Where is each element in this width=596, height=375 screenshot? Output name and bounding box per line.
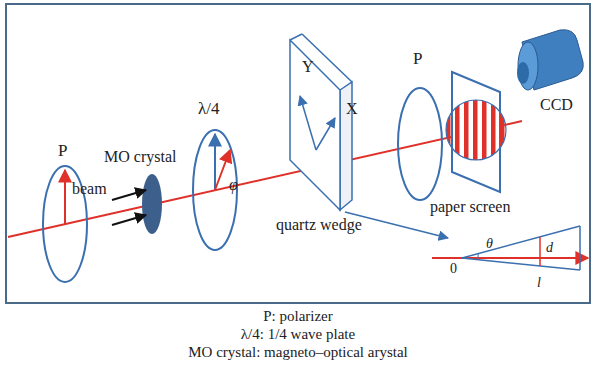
part-label: paper screen — [430, 198, 510, 216]
polarizer-label: P — [413, 50, 422, 69]
part-label: CCD — [540, 96, 573, 114]
angle-label: θ — [486, 236, 493, 251]
axis-arrow — [316, 118, 335, 150]
part-label: MO crystal — [104, 148, 176, 166]
part-label: λ/4 — [198, 100, 219, 119]
mo-crystal — [142, 174, 162, 234]
polarization-arrow — [215, 150, 230, 190]
field-arrow — [112, 190, 146, 200]
point-label: 0 — [450, 261, 457, 276]
legend-note: MO crystal: magneto–optical arystal — [188, 344, 408, 361]
axis-label: X — [346, 100, 358, 118]
field-arrow — [112, 215, 146, 225]
axis-arrow — [214, 134, 216, 190]
frame — [6, 4, 590, 303]
polarizer — [398, 88, 442, 200]
axis-label: Y — [302, 58, 314, 76]
polarization-arrow — [64, 170, 66, 224]
angle-label: φ — [229, 176, 238, 194]
laser-beam — [8, 121, 522, 237]
dimension-label: d — [546, 240, 553, 255]
inset-beam — [432, 257, 588, 259]
legend-note: λ/4: 1/4 wave plate — [241, 326, 355, 343]
polarizer-label: P — [58, 142, 67, 161]
quartz-wedge — [290, 40, 340, 210]
wave-plate — [193, 130, 237, 250]
axis-arrow — [300, 96, 316, 150]
part-label: quartz wedge — [276, 216, 362, 234]
paper-screen — [452, 72, 500, 192]
ccd-camera — [517, 30, 583, 90]
dimension-label: l — [537, 275, 541, 290]
beam-label: beam — [72, 180, 107, 198]
legend-note: P: polarizer — [263, 308, 333, 325]
